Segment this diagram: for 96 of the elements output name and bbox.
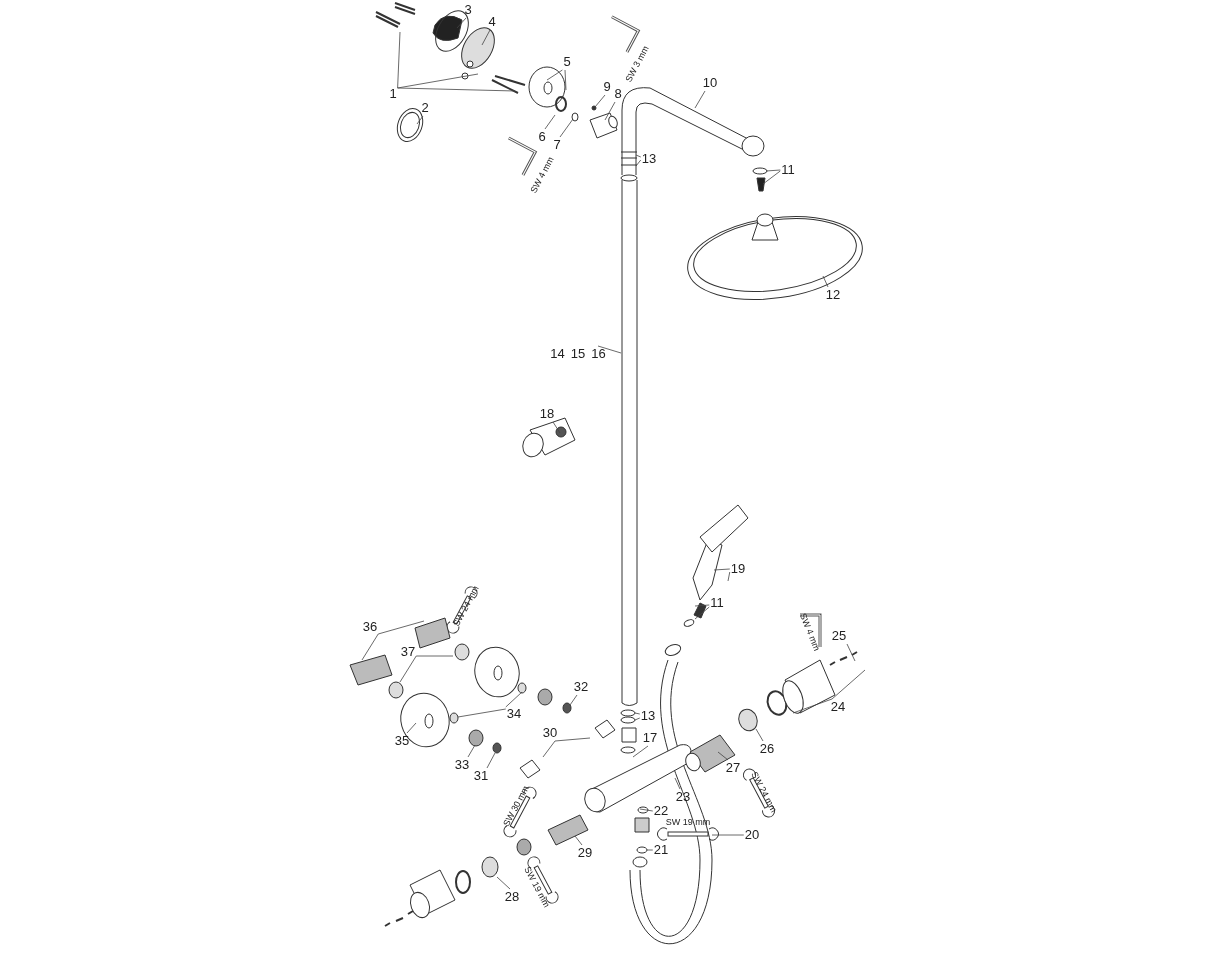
callout-number: 37 xyxy=(400,645,416,659)
leader-line xyxy=(646,849,654,851)
callout-number: 9 xyxy=(603,80,611,94)
leader-line xyxy=(846,643,856,662)
leader-line xyxy=(546,69,563,81)
callout-number: 16 xyxy=(591,347,606,361)
tool-size-label: SW 19 mm xyxy=(665,817,711,827)
callout-number: 28 xyxy=(504,890,520,904)
callout-number: 26 xyxy=(759,742,775,756)
leader-line xyxy=(416,115,424,125)
callout-number: 13 xyxy=(640,709,656,723)
callout-number: 20 xyxy=(744,828,760,842)
leader-line xyxy=(694,606,710,620)
leader-line xyxy=(406,722,417,734)
callout-number: 18 xyxy=(539,407,555,421)
leader-line xyxy=(822,275,829,288)
callout-number: 30 xyxy=(542,726,558,740)
callout-number: 21 xyxy=(653,843,669,857)
callout-number: 7 xyxy=(553,138,561,152)
leader-line xyxy=(496,876,511,890)
tool-size-label: SW 4 mm xyxy=(528,155,556,195)
tool-size-label: SW 3 mm xyxy=(623,44,651,84)
callout-number: 1 xyxy=(389,87,397,101)
leader-line xyxy=(765,169,781,172)
callout-number: 4 xyxy=(488,15,496,29)
callout-number: 6 xyxy=(538,130,546,144)
leader-line xyxy=(635,159,642,167)
callout-number: 25 xyxy=(831,629,847,643)
leader-line xyxy=(597,345,622,354)
callout-number: 31 xyxy=(473,769,489,783)
leader-line xyxy=(762,170,781,185)
leader-line xyxy=(634,717,641,721)
callout-number: 10 xyxy=(702,76,718,90)
callout-number: 35 xyxy=(394,734,410,748)
callout-number: 11 xyxy=(781,163,795,177)
leader-line xyxy=(486,752,496,769)
leader-line xyxy=(552,421,561,434)
leader-line xyxy=(564,69,567,91)
leader-line xyxy=(574,835,583,846)
callout-number: 17 xyxy=(642,731,658,745)
callout-number: 32 xyxy=(573,680,589,694)
callout-number: 15 xyxy=(570,347,586,361)
leader-line xyxy=(554,737,591,742)
tool-size-label: SW 24 mm xyxy=(451,584,481,628)
callout-number: 24 xyxy=(830,700,846,714)
callout-number: 34 xyxy=(506,707,522,721)
callout-number: 5 xyxy=(563,55,571,69)
leader-line xyxy=(727,571,731,582)
callout-number: 23 xyxy=(675,790,691,804)
leader-line xyxy=(831,669,866,700)
leader-line xyxy=(569,694,578,706)
leader-line xyxy=(544,114,556,130)
callout-number: 13 xyxy=(641,152,657,166)
callout-number: 27 xyxy=(725,761,741,775)
callout-number: 11 xyxy=(710,596,724,610)
tool-size-label: SW 19 mm xyxy=(522,865,552,909)
leader-line xyxy=(792,698,833,714)
tool-size-label: SW 24 mm xyxy=(749,770,779,814)
leader-line xyxy=(634,712,641,715)
tool-size-label: SW 30 mm xyxy=(501,784,531,828)
leader-line xyxy=(694,604,710,607)
callout-number: 29 xyxy=(577,846,593,860)
leader-line xyxy=(397,31,401,89)
leader-line xyxy=(415,655,454,657)
callout-number: 36 xyxy=(362,620,378,634)
callout-number: 14 xyxy=(550,347,565,361)
callout-number: 8 xyxy=(614,87,622,101)
leader-line xyxy=(456,17,467,29)
callout-number: 22 xyxy=(653,804,669,818)
leader-line xyxy=(481,29,491,46)
tool-size-label: SW 4 mm xyxy=(797,611,823,653)
leader-line xyxy=(397,87,516,92)
callout-number: 12 xyxy=(825,288,841,302)
leader-line xyxy=(361,633,379,661)
leader-line xyxy=(632,745,649,758)
leader-line xyxy=(457,708,507,718)
leader-line xyxy=(399,655,417,683)
callout-number: 3 xyxy=(464,3,472,17)
leader-line xyxy=(713,568,731,571)
leader-line xyxy=(755,728,764,742)
callout-number: 2 xyxy=(421,101,429,115)
leader-line xyxy=(505,691,523,708)
callout-number: 19 xyxy=(730,562,746,576)
leader-line xyxy=(717,751,729,761)
leader-line xyxy=(604,101,616,121)
leader-line xyxy=(639,808,654,812)
leader-line xyxy=(559,118,574,138)
callout-number: 33 xyxy=(454,758,470,772)
leader-line xyxy=(635,154,642,158)
leader-line xyxy=(711,834,745,836)
leader-line xyxy=(467,744,476,758)
leader-line xyxy=(674,777,681,790)
leader-line xyxy=(542,740,556,758)
leader-line xyxy=(594,94,606,108)
leader-line xyxy=(377,620,425,635)
leader-line xyxy=(694,90,706,109)
